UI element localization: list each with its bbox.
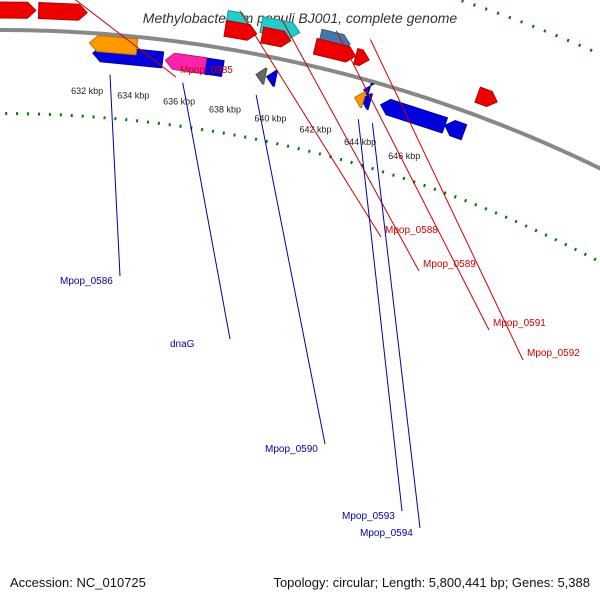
scale-label: 634 kbp	[117, 91, 149, 101]
gene-arrow[interactable]	[164, 52, 208, 75]
inner-tick-row	[5, 112, 597, 262]
label-leader-line	[239, 10, 382, 238]
gene-arrow[interactable]	[379, 98, 449, 134]
label-leader-line	[182, 82, 231, 340]
gene-arrow[interactable]	[312, 37, 357, 63]
scale-label: 644 kbp	[344, 137, 376, 147]
gene-label[interactable]: Mpop_0590	[265, 444, 318, 455]
gene-label[interactable]: Mpop_0591	[493, 318, 546, 329]
gene-arrow[interactable]	[353, 47, 370, 66]
scale-label: 640 kbp	[254, 114, 286, 124]
label-leader-line	[255, 94, 326, 445]
genome-backbone	[0, 28, 600, 171]
gene-label[interactable]: Mpop_0592	[527, 348, 580, 359]
label-leader-line	[335, 30, 490, 331]
gene-arrow[interactable]	[88, 35, 139, 56]
scale-label: 646 kbp	[388, 151, 420, 161]
label-leader-line	[280, 18, 420, 272]
gene-arrow[interactable]	[363, 82, 376, 101]
gene-arrow[interactable]	[444, 120, 468, 141]
gene-arrow[interactable]	[265, 69, 279, 87]
gene-label[interactable]: Mpop_0585	[180, 65, 233, 76]
gene-label[interactable]: Mpop_0586	[60, 276, 113, 287]
map-title: Methylobacterium populi BJ001, complete …	[142, 10, 458, 26]
gene-arrow[interactable]	[255, 67, 268, 85]
gene-label[interactable]: Mpop_0589	[423, 259, 476, 270]
gene-label[interactable]: Mpop_0588	[385, 225, 438, 236]
label-leader-line	[109, 74, 121, 277]
label-leader-line	[74, 0, 177, 78]
topology-text: Topology: circular; Length: 5,800,441 bp…	[273, 575, 590, 590]
accession-text: Accession: NC_010725	[10, 575, 146, 590]
label-leader-line	[371, 123, 421, 529]
scale-label: 638 kbp	[209, 104, 241, 114]
gene-arrow[interactable]	[474, 86, 498, 108]
scale-label: 642 kbp	[299, 125, 331, 135]
gene-arrow[interactable]	[260, 26, 292, 48]
scale-label: 636 kbp	[163, 97, 195, 107]
gene-label[interactable]: dnaG	[170, 339, 195, 350]
label-leader-line	[369, 39, 524, 361]
gene-arrow[interactable]	[37, 2, 88, 21]
scale-label: 632 kbp	[71, 86, 103, 96]
gene-label[interactable]: Mpop_0593	[342, 511, 395, 522]
label-leader-line	[357, 119, 403, 512]
gene-label[interactable]: Mpop_0594	[360, 528, 413, 539]
outer-tick-row	[461, 0, 593, 53]
gene-arrow[interactable]	[353, 91, 367, 109]
gene-arrow[interactable]	[360, 93, 374, 111]
gene-arrow[interactable]	[0, 1, 37, 19]
